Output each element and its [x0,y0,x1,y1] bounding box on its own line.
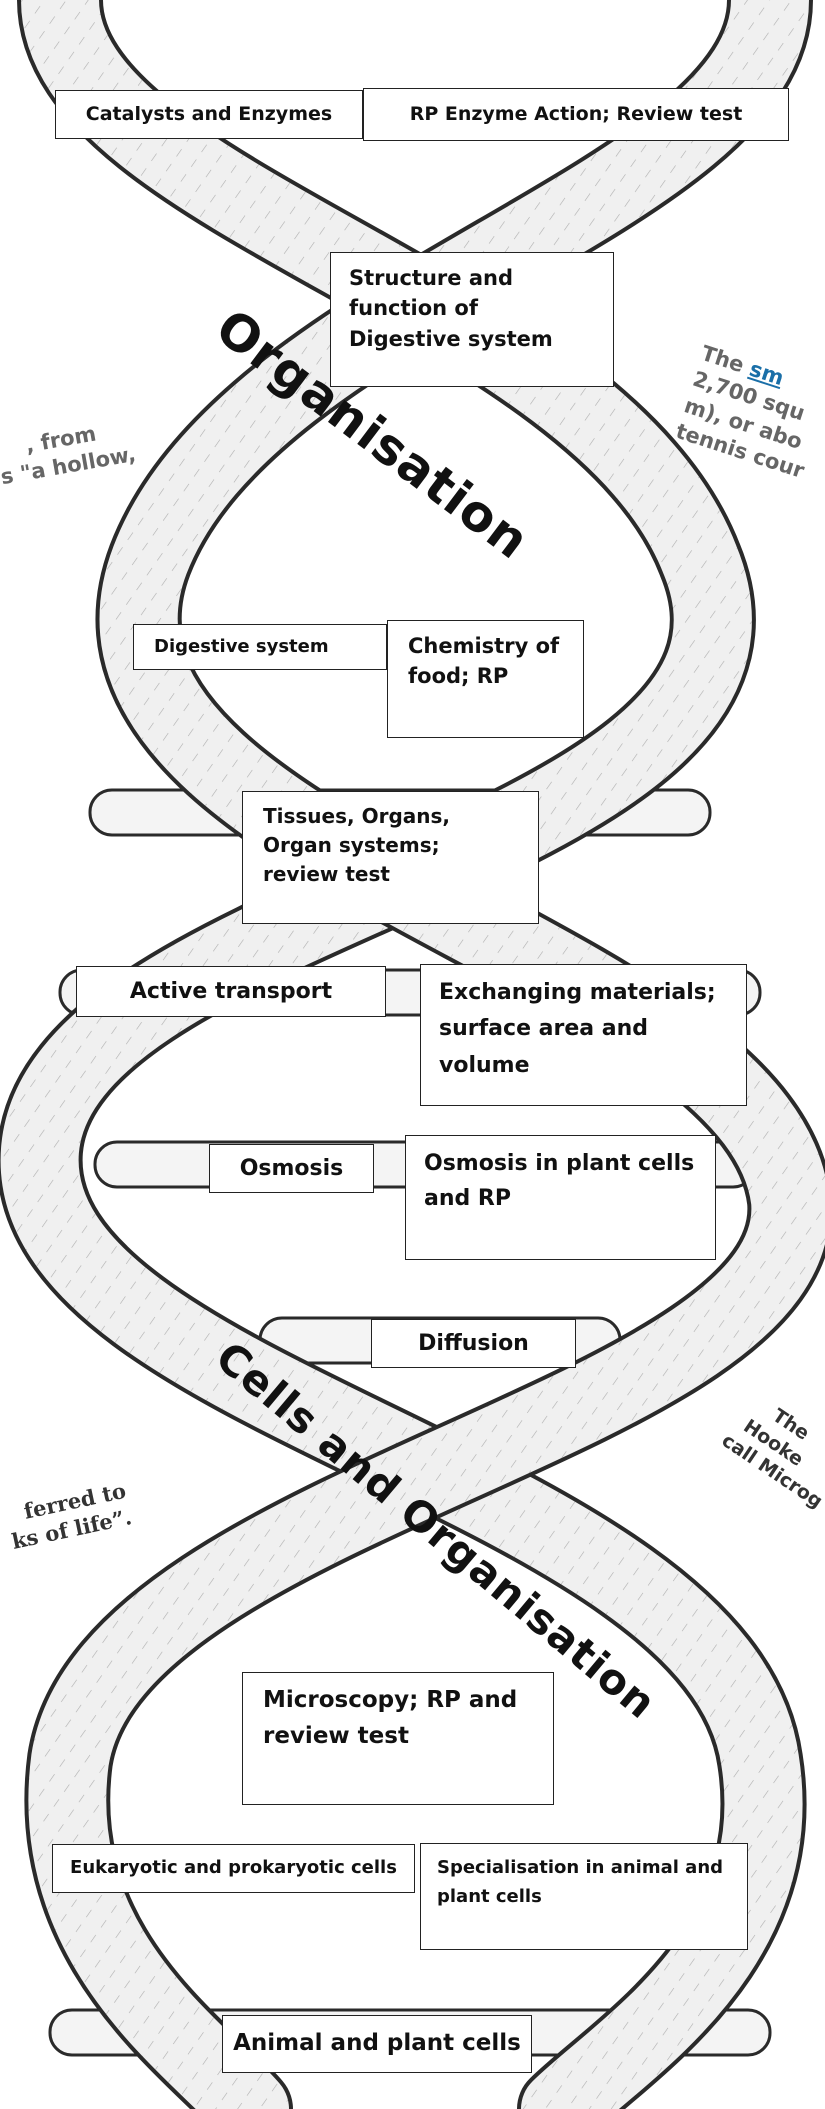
topic-animal-and-plant-cells: Animal and plant cells [222,2015,532,2073]
topic-diffusion: Diffusion [371,1319,576,1368]
topic-osmosis-plant-cells: Osmosis in plant cells and RP [405,1135,716,1260]
topic-active-transport: Active transport [76,966,386,1017]
topic-tissues-organs: Tissues, Organs, Organ systems; review t… [242,791,539,924]
topic-eukaryotic-prokaryotic: Eukaryotic and prokaryotic cells [52,1844,415,1893]
topic-digestive-system: Digestive system [133,624,387,670]
topic-exchanging-materials: Exchanging materials; surface area and v… [420,964,747,1106]
topic-structure-digestive: Structure and function of Digestive syst… [330,252,614,387]
topic-osmosis: Osmosis [209,1144,374,1193]
topic-catalysts-and-enzymes: Catalysts and Enzymes [55,90,363,139]
topic-specialisation: Specialisation in animal and plant cells [420,1843,748,1950]
topic-rp-enzyme-action: RP Enzyme Action; Review test [363,88,789,141]
topic-microscopy: Microscopy; RP and review test [242,1672,554,1805]
topic-chemistry-of-food: Chemistry of food; RP [387,620,584,738]
